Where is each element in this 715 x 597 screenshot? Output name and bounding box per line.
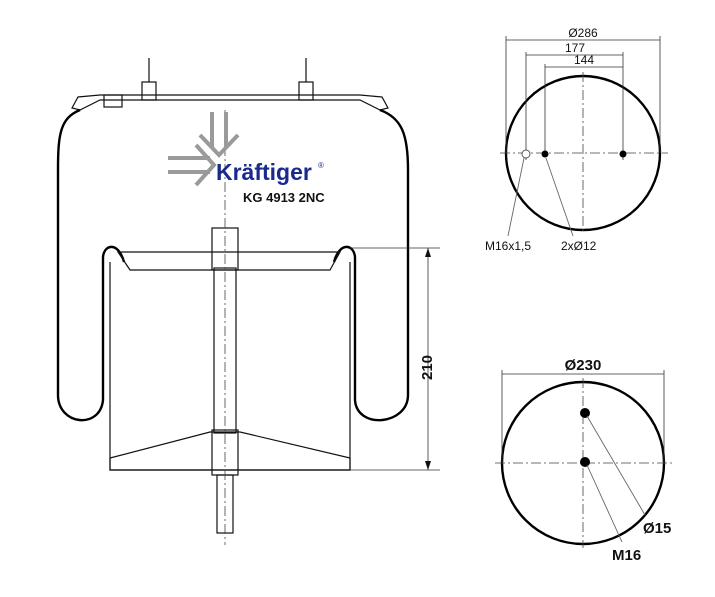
bellows-right [332, 108, 410, 422]
hole-label: Ø15 [643, 520, 671, 537]
dim-230: Ø230 [565, 357, 602, 374]
stud-hole [541, 150, 549, 158]
thread-label: M16x1,5 [485, 239, 531, 253]
brand-name: Kräftiger [216, 159, 312, 185]
thread-label-bottom: M16 [612, 547, 641, 564]
holes-label: 2xØ12 [561, 239, 597, 253]
bellows-left [56, 108, 126, 422]
stud-hole [619, 150, 627, 158]
dim-177: 177 [565, 41, 585, 55]
thread-hole [580, 457, 590, 467]
piston-body [109, 262, 351, 471]
air-fitting-hole [521, 149, 531, 159]
top-view: Ø286 177 144 M16x1,5 2xØ12 [485, 26, 668, 253]
model-number: KG 4913 2NC [243, 190, 325, 205]
side-view: 210 [56, 58, 440, 545]
height-dimension: 210 [350, 247, 440, 471]
bottom-view: Ø230 Ø15 M16 [495, 357, 672, 564]
dim-144: 144 [574, 53, 594, 67]
top-studs [103, 58, 314, 108]
logo-arrows-icon [168, 112, 240, 187]
height-dim-label: 210 [419, 355, 436, 380]
registered-mark: ® [318, 161, 324, 170]
locating-hole [580, 408, 590, 418]
dim-286: Ø286 [568, 26, 598, 40]
brand-logo: Kräftiger ® KG 4913 2NC [168, 112, 325, 205]
piston-rim [116, 251, 342, 271]
top-plate [71, 94, 389, 111]
piston-base [109, 431, 351, 471]
